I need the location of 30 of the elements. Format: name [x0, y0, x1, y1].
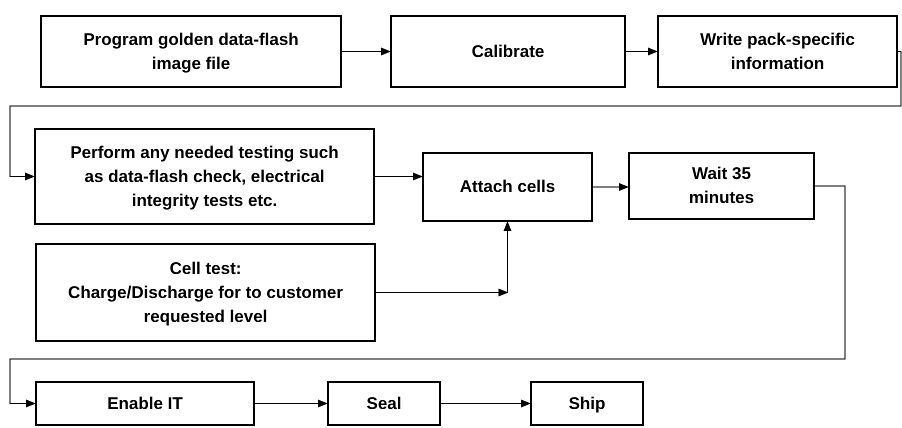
process-box [35, 243, 376, 342]
arrow [10, 51, 902, 180]
box-text: Write pack-specific information [699, 28, 856, 74]
box-text: Wait 35 minutes [688, 163, 756, 209]
arrow [342, 48, 391, 56]
process-box [422, 152, 593, 222]
process-box [628, 152, 815, 220]
process-box [327, 381, 441, 426]
box-text: Ship [568, 392, 606, 414]
arrow [374, 172, 423, 180]
box-text: Seal [366, 392, 402, 414]
arrow [592, 183, 629, 191]
arrow [376, 221, 512, 296]
process-box [34, 128, 375, 225]
box-text: Calibrate [472, 40, 544, 62]
box-text: Cell test: [170, 258, 242, 280]
arrow [440, 400, 531, 408]
box-text: Charge/Discharge for to customer requested level [67, 282, 344, 328]
process-box [530, 381, 644, 426]
box-text: Program golden data-flash image file [82, 28, 300, 75]
process-box [657, 15, 898, 88]
box-text: Enable IT [107, 392, 183, 414]
box-text: Attach cells [460, 176, 556, 198]
arrow [626, 48, 658, 56]
process-box [390, 15, 626, 88]
arrow [10, 186, 846, 408]
box-text: Perform any needed testing such as data-flash check, electrical integrity tests etc. [69, 142, 340, 212]
process-box [35, 381, 255, 426]
arrow [254, 400, 328, 408]
process-box [40, 15, 342, 88]
